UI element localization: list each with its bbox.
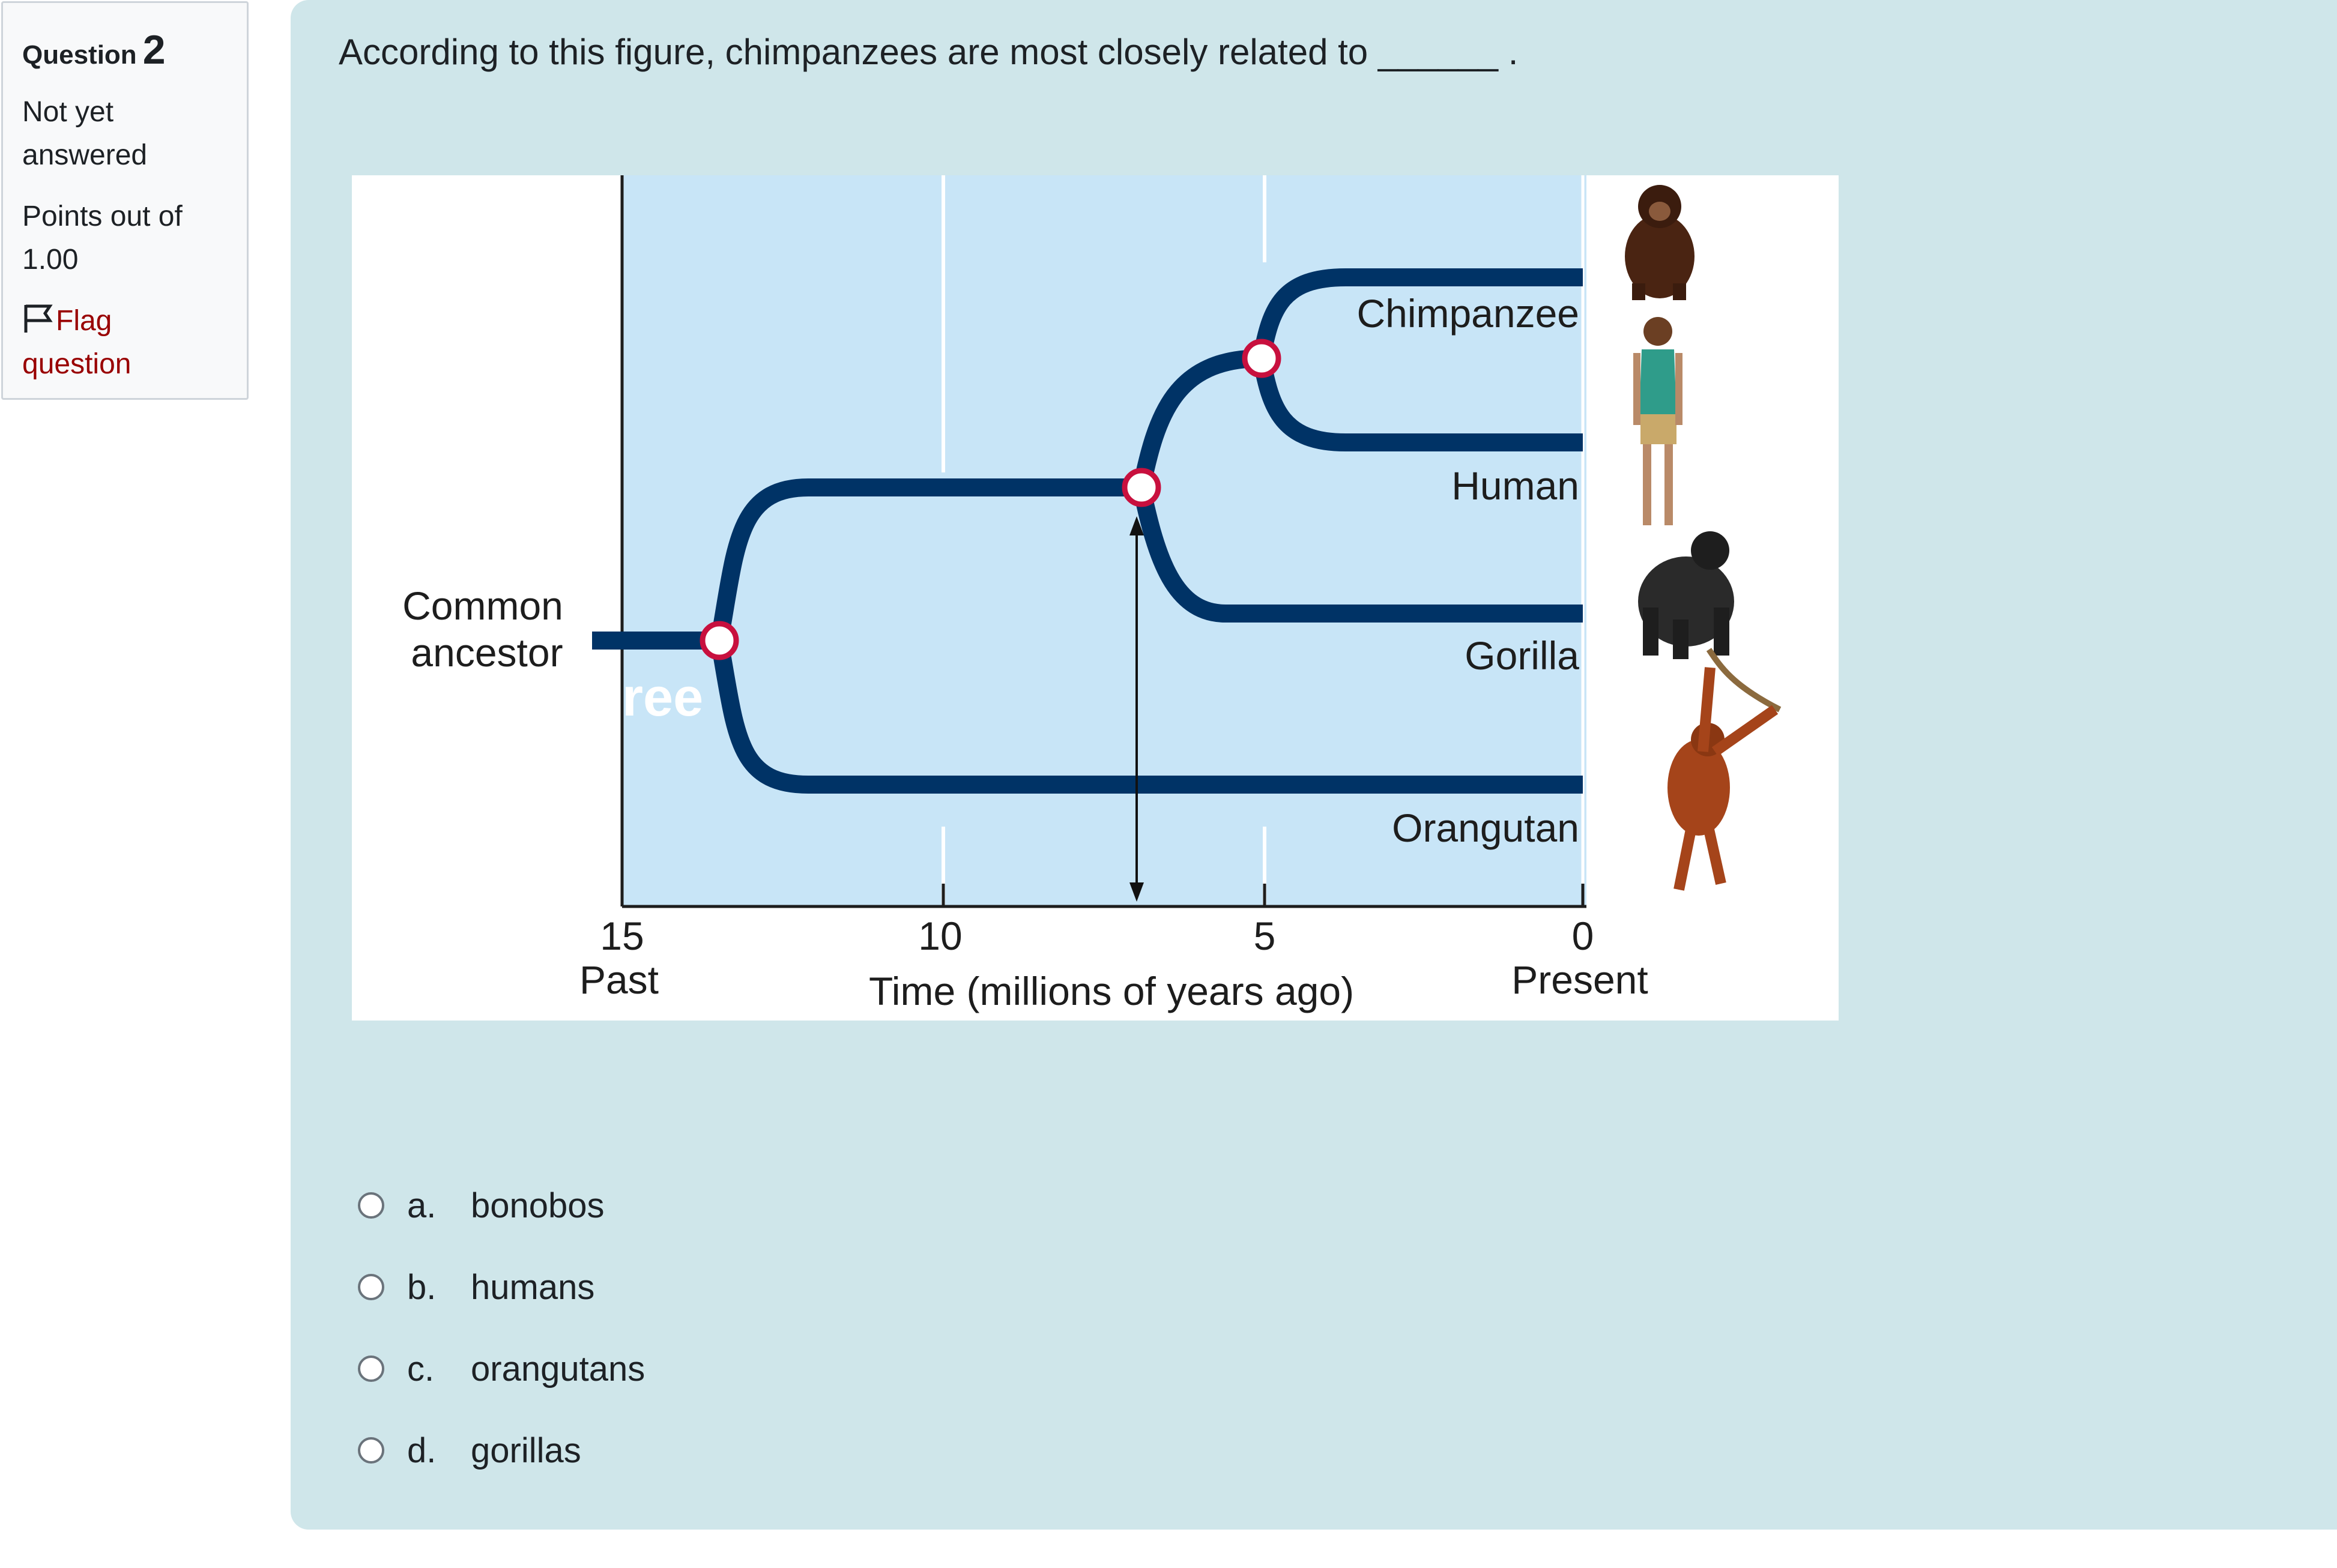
branch-chimp-human-clade: [1132, 349, 1262, 490]
question-label: Question: [22, 40, 137, 70]
flag-question-label: Flag question: [22, 304, 132, 380]
answer-option-c[interactable]: c. orangutans: [358, 1328, 645, 1410]
answer-option-d[interactable]: d. gorillas: [358, 1410, 645, 1491]
orangutan-icon: [1667, 648, 1782, 891]
x-tick-label-0: 0: [1572, 914, 1594, 958]
question-text: According to this figure, chimpanzees ar…: [339, 32, 1519, 72]
answer-d-text[interactable]: gorillas: [471, 1431, 581, 1470]
answer-option-a[interactable]: a. bonobos: [358, 1165, 645, 1246]
phylogenetic-tree-svg: ree: [402, 175, 1782, 1013]
answer-c-letter: c.: [407, 1349, 435, 1389]
flag-icon: [24, 304, 53, 333]
x-tick-label-15: 15: [600, 914, 644, 958]
answer-options: a. bonobos b. humans c. orangutans d. go…: [358, 1165, 645, 1491]
human-icon: [1633, 317, 1682, 525]
chimpanzee-icon: [1625, 185, 1695, 300]
answer-c-text[interactable]: orangutans: [471, 1349, 645, 1389]
common-ancestor-label-line2: ancestor: [411, 630, 563, 675]
node-chimp-human: [1242, 339, 1281, 378]
x-tick-label-10: 10: [918, 914, 962, 958]
x-axis-past-label: Past: [579, 957, 659, 1002]
divergence-arrow-head-down: [1129, 882, 1144, 902]
watermark-text: ree: [622, 668, 703, 728]
answer-b-radio[interactable]: [358, 1274, 384, 1300]
x-axis-present-label: Present: [1511, 957, 1648, 1002]
answer-b-text[interactable]: humans: [471, 1267, 595, 1307]
flag-question-link[interactable]: Flag question: [22, 300, 228, 386]
answer-a-letter: a.: [407, 1186, 437, 1225]
question-state: Not yet answered: [22, 95, 148, 171]
species-label-human: Human: [1451, 463, 1579, 508]
common-ancestor-label-line1: Common: [402, 583, 563, 628]
answer-option-b[interactable]: b. humans: [358, 1246, 645, 1328]
x-tick-label-5: 5: [1254, 914, 1276, 958]
branch-upper-clade: [710, 478, 1141, 642]
answer-d-radio[interactable]: [358, 1437, 384, 1464]
species-label-gorilla: Gorilla: [1465, 633, 1579, 678]
tree-branches: [592, 268, 1583, 794]
phylogenetic-tree-figure: ree: [352, 175, 1839, 1021]
branch-human: [1253, 357, 1583, 451]
divergence-arrow-head-up: [1129, 516, 1144, 535]
branch-chimpanzee: [1253, 268, 1583, 360]
node-common-ancestor: [700, 621, 739, 660]
branch-gorilla: [1132, 485, 1583, 623]
question-number: 2: [142, 27, 166, 73]
gorilla-icon: [1638, 531, 1734, 659]
answer-d-letter: d.: [407, 1431, 437, 1470]
node-african-apes: [1122, 468, 1161, 507]
answer-a-radio[interactable]: [358, 1192, 384, 1219]
question-grade: Points out of 1.00: [22, 200, 183, 276]
species-label-orangutan: Orangutan: [1392, 806, 1579, 850]
answer-b-letter: b.: [407, 1267, 437, 1307]
answer-c-radio[interactable]: [358, 1355, 384, 1382]
question-content: According to this figure, chimpanzees ar…: [291, 0, 2337, 1530]
x-axis-label: Time (millions of years ago): [869, 969, 1354, 1013]
species-label-chimpanzee: Chimpanzee: [1356, 291, 1579, 336]
branch-orangutan: [710, 639, 1583, 794]
answer-a-text[interactable]: bonobos: [471, 1186, 605, 1225]
